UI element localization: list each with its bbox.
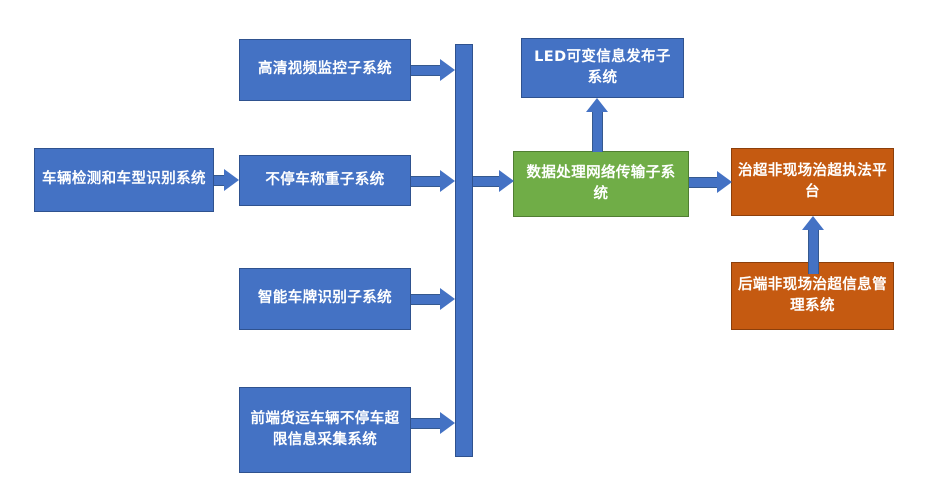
node-plate-recognition[interactable]: 智能车牌识别子系统 (239, 268, 411, 330)
node-plate-recognition-label: 智能车牌识别子系统 (257, 290, 393, 307)
node-enforcement-platform-label: 治超非现场治超执法平台 (738, 162, 887, 200)
node-enforcement-platform[interactable]: 治超非现场治超执法平台 (731, 148, 894, 216)
node-data-processing-label: 数据处理网络传输子系统 (526, 164, 676, 202)
node-hd-video[interactable]: 高清视频监控子系统 (239, 39, 411, 101)
node-weigh-in-motion[interactable]: 不停车称重子系统 (239, 155, 411, 206)
node-front-overload-collect-label: 前端货运车辆不停车超限信息采集系统 (250, 410, 400, 448)
aggregation-bus (455, 44, 473, 457)
node-vehicle-detection[interactable]: 车辆检测和车型识别系统 (34, 148, 214, 212)
node-hd-video-label: 高清视频监控子系统 (257, 61, 393, 78)
node-data-processing[interactable]: 数据处理网络传输子系统 (513, 151, 689, 217)
node-vehicle-detection-label: 车辆检测和车型识别系统 (42, 171, 206, 188)
node-backend-management-label: 后端非现场治超信息管理系统 (738, 276, 887, 314)
node-weigh-in-motion-label: 不停车称重子系统 (265, 171, 385, 188)
node-led-publish[interactable]: LED可变信息发布子系统 (521, 38, 684, 98)
node-front-overload-collect[interactable]: 前端货运车辆不停车超限信息采集系统 (239, 387, 411, 473)
node-led-publish-label: LED可变信息发布子系统 (534, 48, 671, 86)
